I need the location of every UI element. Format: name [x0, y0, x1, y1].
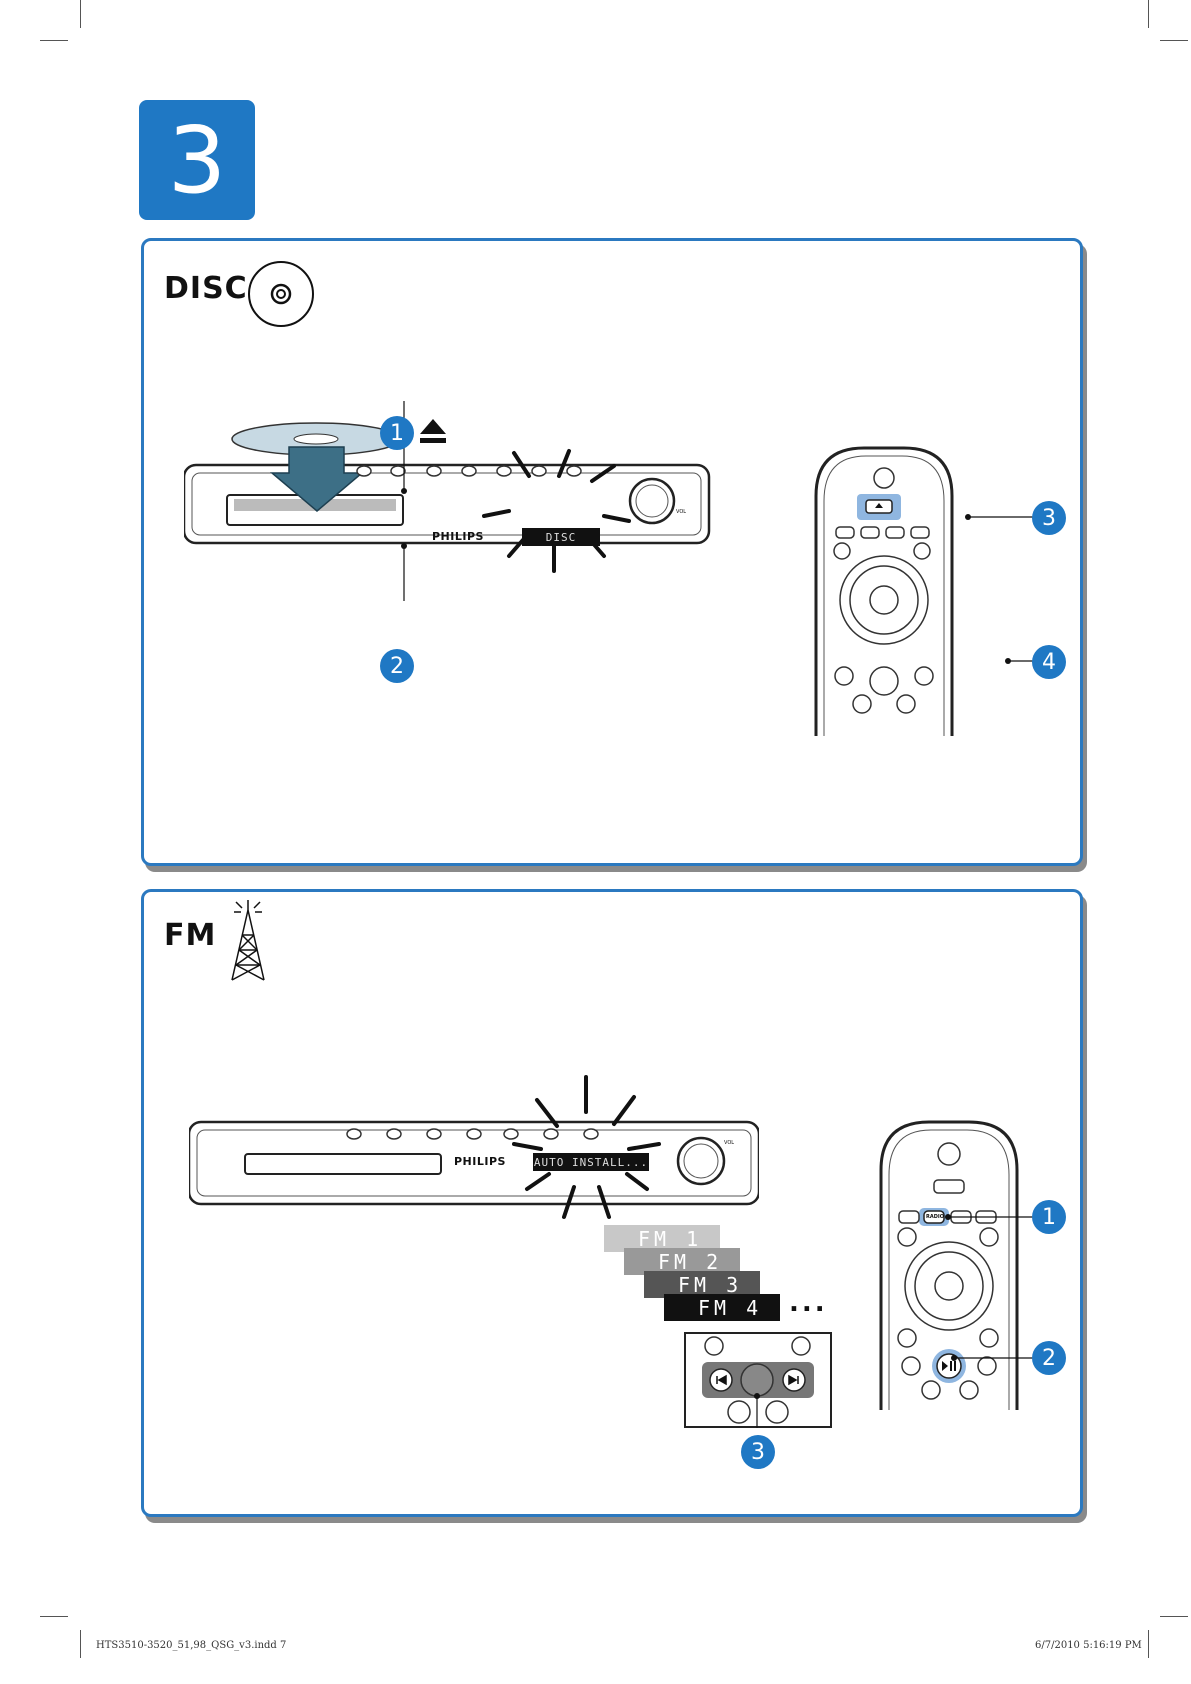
remote-control-illustration [814, 446, 954, 736]
crop-mark [1160, 40, 1188, 41]
disc-player-display: DISC [522, 528, 600, 546]
callout-2: 2 [380, 649, 414, 683]
callout-1: 1 [380, 416, 414, 450]
callout-4: 4 [1032, 645, 1066, 679]
crop-mark [80, 0, 81, 28]
fm-section-title: FM [164, 918, 216, 953]
fm-preset-4: FM 4 [664, 1294, 780, 1321]
crop-mark [80, 1630, 81, 1658]
fm-player-vol-label: VOL [724, 1140, 734, 1146]
crop-mark [1148, 0, 1149, 28]
fm-preset-ellipsis: ... [789, 1288, 828, 1318]
fm-player-brand: PHILIPS [454, 1155, 506, 1168]
disc-section-title: DISC [164, 271, 248, 306]
callout-leader-lines [964, 511, 1044, 671]
crop-mark [1148, 1630, 1149, 1658]
crop-mark [40, 1616, 68, 1617]
footer-filename: HTS3510-3520_51,98_QSG_v3.indd 7 [96, 1640, 286, 1651]
disc-player-vol-label: VOL [676, 509, 686, 515]
disc-player-illustration [184, 381, 744, 641]
fm-panel: FM PHILIPS AUTO INST [141, 889, 1083, 1517]
antenna-tower-icon [228, 900, 268, 982]
crop-mark [1160, 1616, 1188, 1617]
disc-panel: DISC [141, 238, 1083, 866]
disc-icon [246, 259, 316, 329]
step-number-badge: 3 [139, 100, 255, 220]
remote-zoom-inset [684, 1332, 832, 1428]
disc-player-brand: PHILIPS [432, 530, 484, 543]
callout-2: 2 [1032, 1341, 1066, 1375]
callout-leader-lines [944, 1212, 1044, 1382]
eject-icon [418, 417, 448, 445]
fm-player-display: AUTO INSTALL... [533, 1153, 649, 1171]
radio-button-label: RADIO [926, 1214, 944, 1220]
callout-3: 3 [741, 1435, 775, 1469]
callout-1: 1 [1032, 1200, 1066, 1234]
footer-timestamp: 6/7/2010 5:16:19 PM [1035, 1640, 1142, 1651]
callout-3: 3 [1032, 501, 1066, 535]
crop-mark [40, 40, 68, 41]
